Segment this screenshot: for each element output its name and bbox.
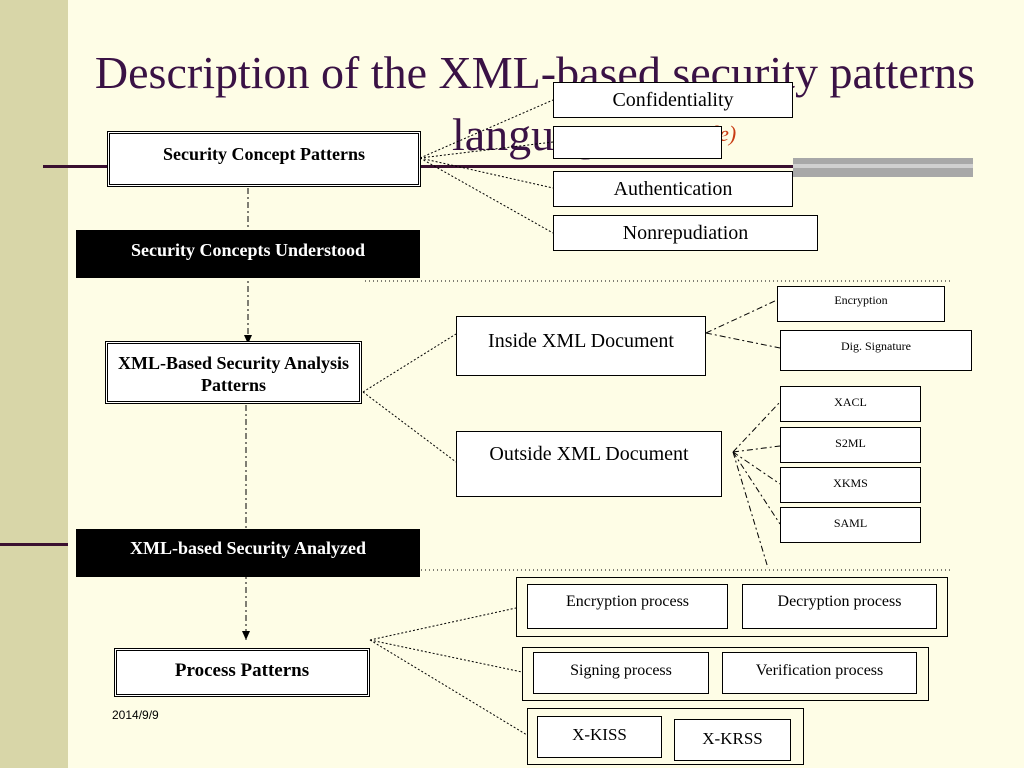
concept-label: Nonrepudiation (622, 222, 749, 244)
connector-group-2 (369, 639, 523, 673)
connector-saml (732, 451, 781, 525)
xkms-label: XKMS (833, 476, 868, 490)
x-kiss-box: X-KISS (537, 716, 662, 758)
security-concept-patterns-label: Security Concept Patterns (163, 144, 365, 164)
process-group-xkms (527, 708, 804, 765)
analysis-patterns-box: XML-Based Security Analysis Patterns (105, 341, 362, 404)
x-kiss-label: X-KISS (572, 725, 627, 744)
concept-box-nonrepudiation: Nonrepudiation (553, 215, 818, 251)
decryption-process-label: Decryption process (777, 593, 902, 610)
inside-xml-label: Inside XML Document (488, 330, 674, 352)
concept-box-confidentiality: Confidentiality (553, 82, 793, 118)
gray-decor-stripe (793, 164, 973, 168)
slide-date: 2014/9/9 (112, 708, 159, 722)
encryption-box: Encryption (777, 286, 945, 322)
concept-label: Authentication (613, 178, 733, 200)
connector-xacl (732, 401, 781, 453)
outside-xml-box: Outside XML Document (456, 431, 722, 497)
decryption-process-box: Decryption process (742, 584, 937, 629)
saml-box: SAML (780, 507, 921, 543)
process-patterns-box: Process Patterns (114, 648, 370, 697)
x-krss-label: X-KRSS (702, 729, 763, 748)
x-krss-box: X-KRSS (674, 719, 791, 761)
connector-s2ml (732, 445, 781, 453)
security-concept-patterns-box: Security Concept Patterns (107, 131, 421, 187)
concept-label: Confidentiality (612, 89, 734, 111)
s2ml-label: S2ML (835, 436, 866, 450)
signing-process-label: Signing process (570, 662, 672, 679)
connector-group-3 (369, 639, 528, 736)
dig-signature-label: Dig. Signature (841, 339, 911, 353)
arrowhead-1 (244, 335, 252, 344)
encryption-process-label: Encryption process (565, 593, 690, 610)
connector-integrity (419, 141, 554, 159)
connector-group-1 (369, 607, 517, 641)
concept-box-obscured (553, 126, 722, 159)
connector-nonrepudiation (419, 157, 554, 234)
verification-process-box: Verification process (722, 652, 917, 694)
title-underline-2 (553, 165, 793, 168)
dig-signature-box: Dig. Signature (780, 330, 972, 371)
s2ml-box: S2ML (780, 427, 921, 463)
process-patterns-label: Process Patterns (174, 660, 310, 681)
band-label: Security Concepts Understood (131, 240, 365, 260)
connector-inside (362, 333, 457, 393)
band-label: XML-based Security Analyzed (130, 538, 366, 558)
connector-encryption (705, 299, 778, 334)
left-rule (0, 543, 68, 546)
connector-authentication (419, 157, 554, 189)
xkms-box: XKMS (780, 467, 921, 503)
process-group-encryption (516, 577, 948, 637)
analysis-patterns-label: XML-Based Security Analysis Patterns (117, 353, 349, 395)
connector-more (732, 451, 769, 569)
inside-xml-box: Inside XML Document (456, 316, 706, 376)
connector-dig-signature (705, 332, 781, 349)
saml-label: SAML (833, 516, 868, 530)
connector-outside (362, 391, 457, 463)
concept-box-authentication: Authentication (553, 171, 793, 207)
xacl-box: XACL (780, 386, 921, 422)
connector-xkms (732, 451, 781, 485)
connector-confidentiality (419, 99, 554, 159)
band-xml-security-analyzed: XML-based Security Analyzed (76, 529, 420, 577)
process-group-signing (522, 647, 929, 701)
arrowhead-2 (242, 631, 250, 640)
xacl-label: XACL (834, 395, 867, 409)
encryption-process-box: Encryption process (527, 584, 728, 629)
band-security-concepts-understood: Security Concepts Understood (76, 230, 420, 278)
outside-xml-label: Outside XML Document (489, 443, 689, 465)
signing-process-box: Signing process (533, 652, 709, 694)
left-decor-bar (0, 0, 68, 768)
encryption-label: Encryption (834, 293, 888, 307)
verification-process-label: Verification process (755, 662, 884, 679)
